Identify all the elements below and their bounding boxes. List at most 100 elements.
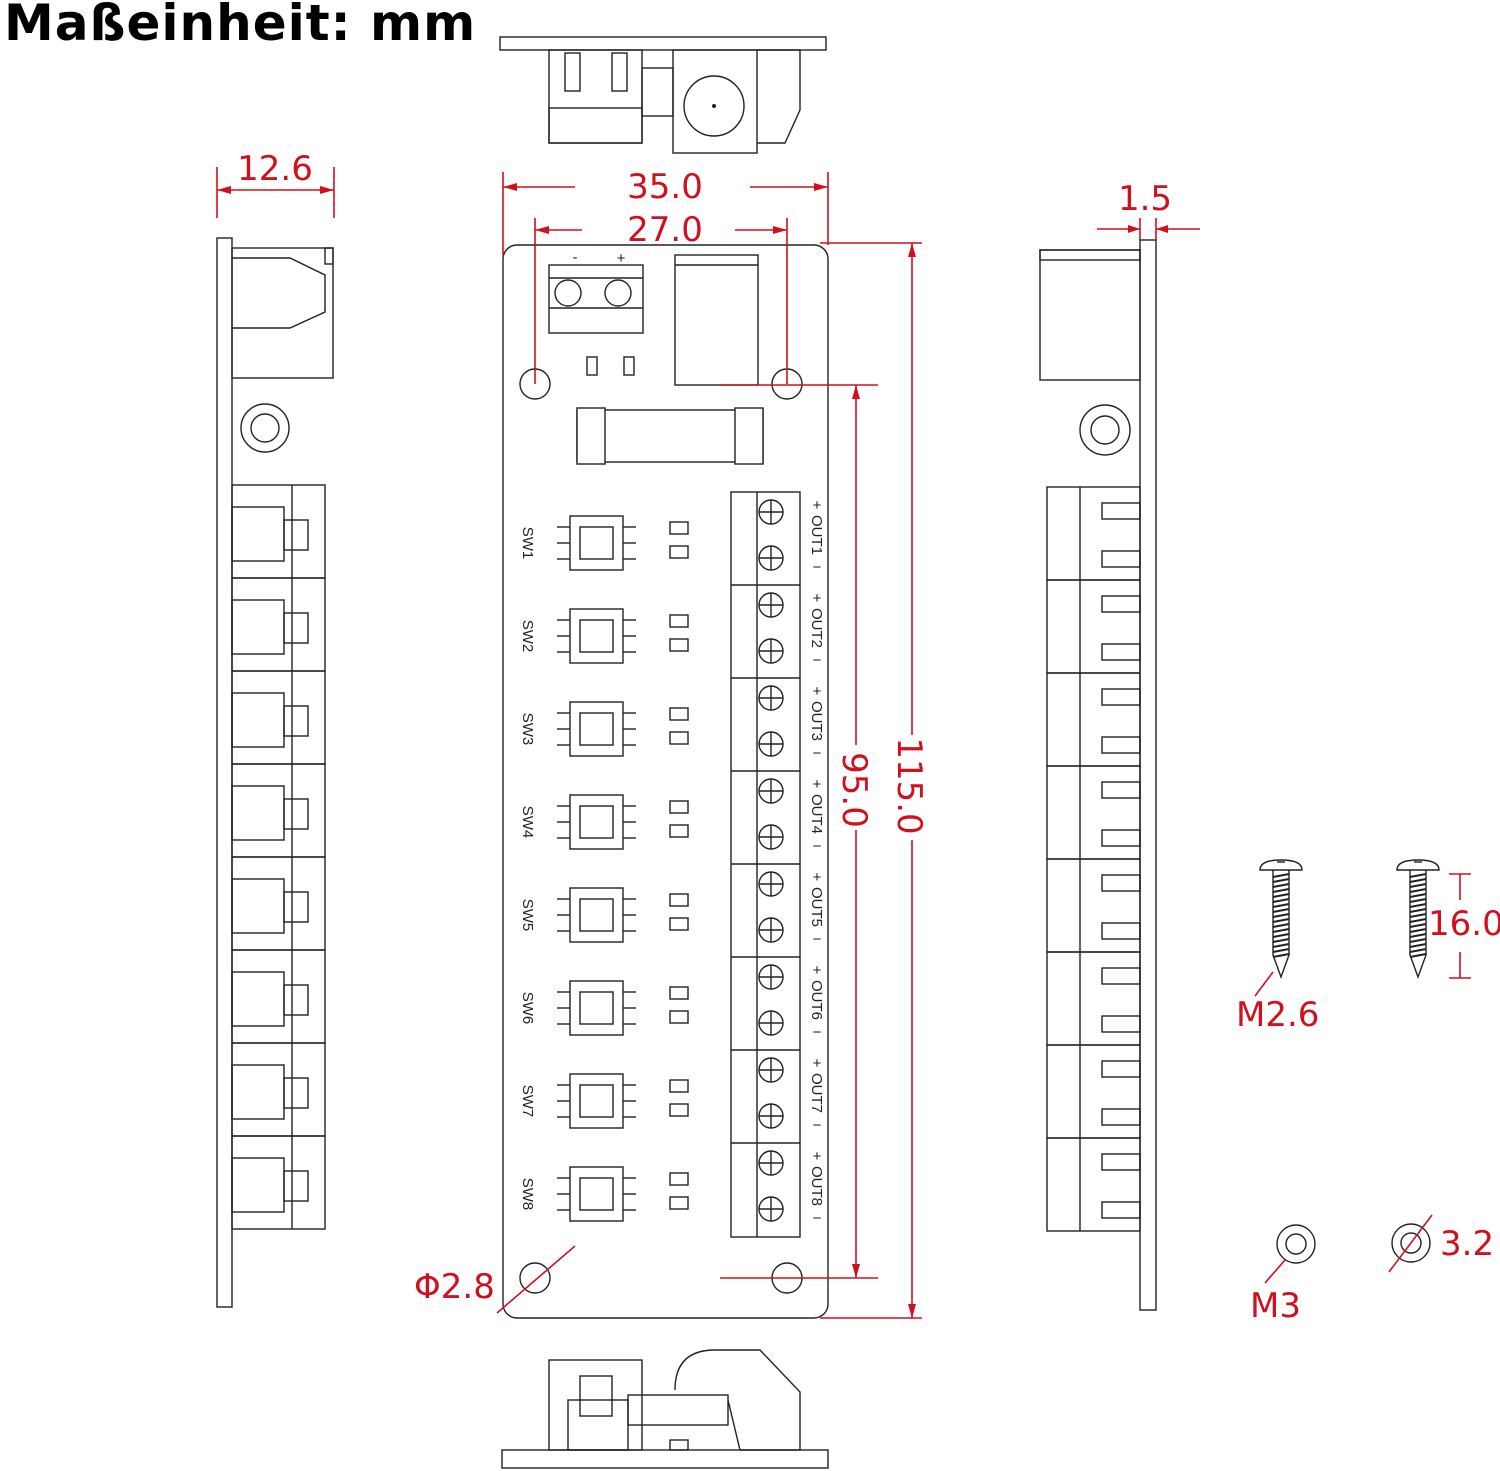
side-terminal-block — [231, 949, 326, 1044]
side-terminal-block — [1046, 486, 1141, 581]
switch-label: SW8 — [519, 1178, 536, 1211]
output-plus-label: + — [813, 683, 822, 700]
led-pad — [669, 638, 689, 652]
led-pad — [669, 800, 689, 814]
output-minus-label: − — [813, 1210, 822, 1227]
switch-1: SW1 — [519, 515, 689, 571]
led-pad — [669, 707, 689, 721]
washer-icon-2 — [1391, 1223, 1431, 1263]
screw-16mm-icon — [1396, 859, 1440, 980]
output-minus-label: − — [813, 838, 822, 855]
input-plus-label: + — [617, 250, 626, 267]
washer-icon — [1276, 1224, 1316, 1264]
output-label: OUT3 — [808, 701, 825, 741]
led-pad — [669, 1196, 689, 1210]
bottom-view — [501, 1349, 829, 1469]
switch-7: SW7 — [519, 1073, 689, 1129]
switch-label: SW7 — [519, 1085, 536, 1118]
washer-inner-label: 3.2 — [1440, 1224, 1494, 1264]
led-pad — [669, 824, 689, 838]
dim-hole-spacing-y: 95.0 — [834, 752, 874, 828]
output-terminal-3: +OUT3 − — [731, 677, 825, 762]
switch-6: SW6 — [519, 980, 689, 1036]
right-side-view — [1039, 239, 1157, 1311]
side-terminal-block — [231, 1042, 326, 1137]
led-pad — [669, 986, 689, 1000]
output-minus-label: − — [813, 1117, 822, 1134]
switch-2: SW2 — [519, 608, 689, 664]
output-terminal-8: +OUT8 − — [731, 1142, 825, 1227]
side-terminal-block — [1046, 858, 1141, 953]
led-pad — [669, 731, 689, 745]
output-terminal-2: +OUT2− — [731, 584, 825, 669]
output-label: OUT7 — [808, 1073, 825, 1113]
left-side-view — [216, 237, 334, 1308]
led-pad — [669, 1010, 689, 1024]
input-minus-label: - — [573, 249, 578, 266]
dim-screw-length: 16.0 — [1428, 904, 1500, 944]
output-plus-label: + — [813, 869, 822, 886]
output-plus-label: + — [813, 962, 822, 979]
dim-hole-diameter: Φ2.8 — [414, 1267, 495, 1307]
led-pad — [669, 917, 689, 931]
top-view — [499, 36, 827, 154]
output-label: OUT6 — [808, 980, 825, 1020]
led-pad — [669, 1172, 689, 1186]
led-pad — [669, 521, 689, 535]
output-plus-label: + — [813, 497, 822, 514]
switch-4: SW4 — [519, 794, 689, 850]
output-label: OUT2 — [808, 608, 825, 648]
screw-m2-6-icon — [1259, 859, 1303, 980]
washer-size-label: M3 — [1250, 1286, 1301, 1326]
hardware: 16.0 M2.6 M3 3.2 — [1236, 859, 1500, 1326]
led-pad — [669, 1079, 689, 1093]
output-label: OUT4 — [808, 794, 825, 834]
dim-hole-spacing-x: 27.0 — [627, 210, 703, 250]
dim-side-height: 12.6 — [237, 149, 313, 189]
output-terminal-6: +OUT6 − — [731, 956, 825, 1041]
output-plus-label: + — [813, 1055, 822, 1072]
switch-label: SW6 — [519, 992, 536, 1025]
switch-label: SW2 — [519, 620, 536, 653]
side-terminal-block — [1046, 1044, 1141, 1139]
dim-pcb-thickness: 1.5 — [1118, 179, 1172, 219]
output-minus-label: − — [813, 559, 822, 576]
output-terminal-1: +OUT1 − — [758, 497, 825, 576]
side-terminal-block — [1046, 579, 1141, 674]
side-terminal-block — [231, 577, 326, 672]
switch-8: SW8 — [519, 1166, 689, 1222]
side-terminal-block — [231, 1135, 326, 1230]
led-pad — [669, 545, 689, 559]
output-label: OUT1 — [808, 515, 825, 555]
output-label: OUT8 — [808, 1166, 825, 1206]
switch-5: SW5 — [519, 887, 689, 943]
output-terminal-4: +OUT4 − — [731, 770, 825, 855]
pcb-front-view: - + SW1SW2SW3SW4SW5SW6SW7SW8+OUT1−+OUT2−… — [502, 244, 829, 1319]
switch-3: SW3 — [519, 701, 689, 757]
output-minus-label: − — [813, 745, 822, 762]
output-plus-label: + — [813, 1148, 822, 1165]
side-terminal-block — [1046, 672, 1141, 767]
switch-label: SW5 — [519, 899, 536, 932]
side-terminal-block — [231, 484, 326, 579]
side-terminal-block — [231, 763, 326, 858]
screw-size-label: M2.6 — [1236, 995, 1319, 1035]
output-plus-label: + — [813, 776, 822, 793]
unit-title: Maßeinheit: mm — [4, 0, 477, 52]
dimensions: 35.0 27.0 115.0 95.0 Φ2.8 12.6 1.5 — [216, 149, 1200, 1319]
output-minus-label: − — [813, 1024, 822, 1041]
side-terminal-block — [1046, 765, 1141, 860]
output-terminal-7: +OUT7 − — [731, 1049, 825, 1134]
switch-label: SW1 — [519, 527, 536, 560]
output-plus-label: + — [813, 590, 822, 607]
dim-length-total: 115.0 — [889, 737, 929, 834]
side-terminal-block — [1046, 1137, 1141, 1232]
switch-label: SW3 — [519, 713, 536, 746]
side-terminal-block — [231, 670, 326, 765]
output-terminal-5: +OUT5− — [731, 863, 825, 948]
led-pad — [669, 614, 689, 628]
switch-label: SW4 — [519, 806, 536, 839]
dim-width-total: 35.0 — [627, 167, 703, 207]
side-terminal-block — [1046, 951, 1141, 1046]
